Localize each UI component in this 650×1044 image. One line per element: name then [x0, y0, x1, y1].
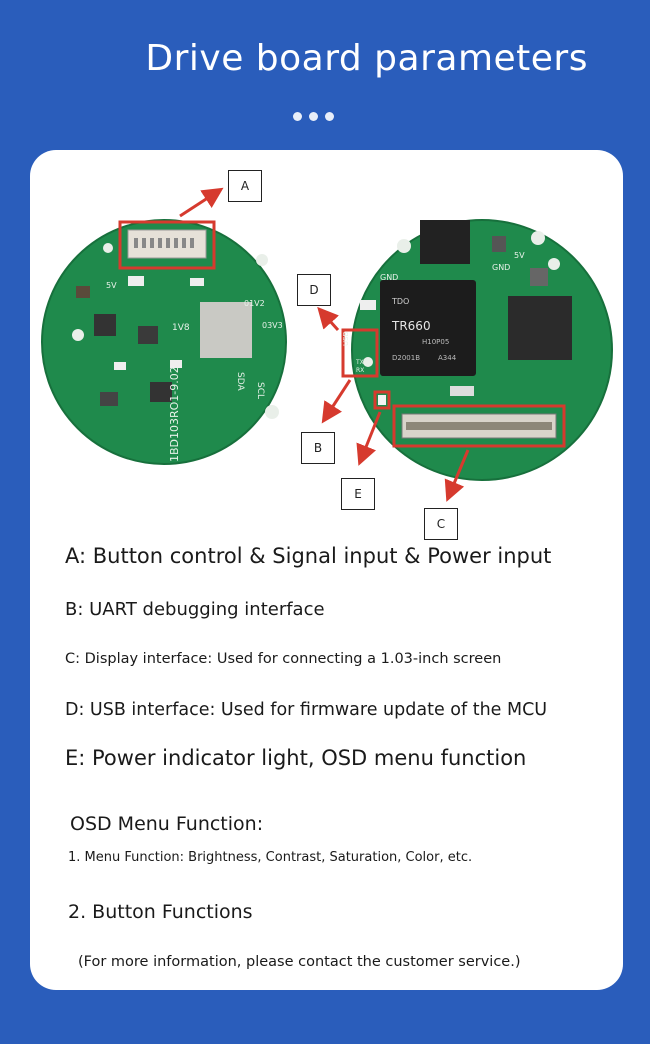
left-board-text: 5V [106, 281, 117, 290]
right-board: GND GND 5V TDO TR660 H10P05 D2001B A344 … [341, 219, 613, 481]
desc-b: B: UART debugging interface [65, 599, 325, 620]
board-diagram-svg: 5V 1V8 01V2 03V3 SDA SCL 1BD103RO1-9.02 [41, 187, 613, 502]
callout-label-a: A [228, 170, 262, 202]
right-board-text: GND [492, 263, 510, 272]
desc-e: E: Power indicator light, OSD menu funct… [65, 746, 527, 770]
desc-c: C: Display interface: Used for connectin… [65, 651, 502, 667]
arrow-e [356, 411, 382, 466]
bottom-strip [0, 1030, 650, 1044]
right-board-text: 5V [514, 251, 525, 260]
osd-title: OSD Menu Function: [70, 813, 264, 835]
left-board-text: 03V3 [262, 321, 283, 330]
right-board-text: A344 [438, 354, 457, 362]
osd-item-2: 2. Button Functions [68, 901, 253, 923]
dot [325, 112, 334, 121]
desc-a: A: Button control & Signal input & Power… [65, 544, 552, 568]
right-board-text: D2001B [392, 354, 420, 362]
arrow-c [444, 449, 470, 502]
dot [309, 112, 318, 121]
page-title: Drive board parameters [145, 38, 588, 79]
right-board-text: TR660 [391, 319, 431, 333]
osd-item-1: 1. Menu Function: Brightness, Contrast, … [68, 850, 473, 865]
dot [293, 112, 302, 121]
right-board-text: TDO [391, 297, 409, 306]
callout-label-c: C [424, 508, 458, 540]
callout-arrows [179, 187, 470, 502]
arrow-d [317, 306, 340, 332]
left-board-text: 01V2 [244, 299, 265, 308]
right-board-text: H10P05 [422, 338, 449, 346]
callout-label-e: E [341, 478, 375, 510]
board-diagram: 5V 1V8 01V2 03V3 SDA SCL 1BD103RO1-9.02 [30, 150, 623, 540]
callout-label-d: D [297, 274, 331, 306]
contact-note: (For more information, please contact th… [78, 954, 521, 970]
content-card: 5V 1V8 01V2 03V3 SDA SCL 1BD103RO1-9.02 [30, 150, 623, 990]
right-board-text: GND [380, 273, 398, 282]
dots-indicator [293, 110, 343, 124]
right-board-text: USB [342, 331, 350, 346]
arrow-a [179, 187, 224, 218]
callout-label-b: B [301, 432, 335, 464]
left-board-text: SCL [255, 382, 265, 399]
left-board-text: SDA [235, 372, 245, 391]
arrow-b [321, 379, 352, 424]
left-board-text: 1V8 [172, 323, 190, 333]
right-board-text: TX [355, 359, 364, 366]
right-board-text: RX [356, 367, 364, 374]
left-board: 5V 1V8 01V2 03V3 SDA SCL 1BD103RO1-9.02 [41, 219, 287, 465]
left-board-text: 1BD103RO1-9.02 [168, 366, 181, 462]
desc-d: D: USB interface: Used for firmware upda… [65, 700, 548, 720]
